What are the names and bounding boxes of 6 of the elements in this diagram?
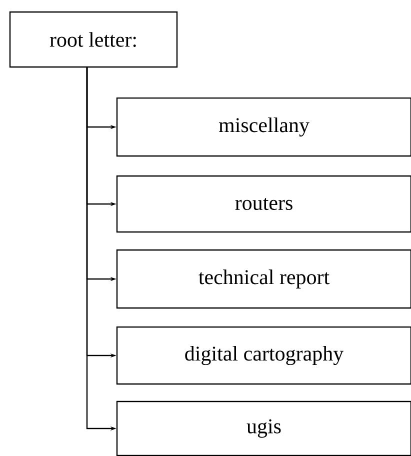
root-box: root letter: (9, 11, 178, 68)
topic-box: digital cartography (116, 326, 411, 385)
topic-box: miscellany (116, 97, 411, 157)
topic-box: ugis (116, 400, 411, 456)
topic-box: routers (116, 175, 411, 233)
topic-box: technical report (116, 249, 411, 309)
